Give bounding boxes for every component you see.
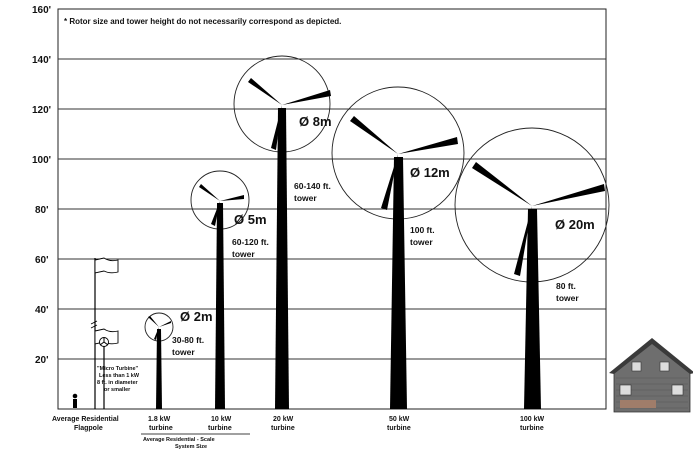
tower	[390, 157, 407, 409]
turbine-1-8kw: Ø 2m 30-80 ft. tower	[144, 309, 213, 409]
turbine-20kw: Ø 8m 60-140 ft. tower	[233, 55, 332, 409]
turbine-100kw: Ø 20m 80 ft. tower	[454, 127, 610, 409]
turbine-rating-label: 10 kW	[211, 416, 232, 423]
rotor-blades	[472, 162, 605, 276]
y-tick-label: 120'	[32, 105, 51, 116]
tower-height-label: 30-80 ft.	[172, 335, 204, 345]
y-tick-label: 100'	[32, 155, 51, 166]
house-icon	[609, 338, 693, 413]
tower-height-label: 60-140 ft.	[294, 181, 331, 191]
y-tick-label: 40'	[35, 305, 49, 316]
tower-height-label: tower	[556, 293, 579, 303]
tower	[275, 108, 289, 409]
tower-height-label: tower	[172, 347, 195, 357]
rotor-diameter-label: Ø 2m	[180, 309, 213, 324]
gridlines	[58, 58, 606, 360]
tower-height-label: 100 ft.	[410, 225, 435, 235]
rotor-blades	[199, 184, 244, 226]
wind-turbine-icon	[99, 337, 109, 409]
rotor-diameter-label: Ø 12m	[410, 165, 450, 180]
rotor-diameter-label: Ø 20m	[555, 217, 595, 232]
tower-height-label: tower	[232, 249, 255, 259]
turbine-rating-label: turbine	[520, 425, 544, 432]
turbine-rating-label: 20 kW	[273, 416, 294, 423]
system-size-label: Average Residential - Scale	[143, 437, 215, 443]
person-icon	[72, 393, 78, 408]
y-tick-label: 140'	[32, 55, 51, 66]
tower	[524, 209, 541, 409]
bottom-labels: Average Residential Flagpole 1.8 kW turb…	[52, 416, 545, 450]
y-tick-label: 20'	[35, 355, 49, 366]
turbine-rating-label: turbine	[149, 425, 173, 432]
micro-turbine-note: "Micro Turbine" Less than 1 kW 8 ft. in …	[97, 366, 140, 393]
y-tick-label: 60'	[35, 255, 49, 266]
tower	[156, 329, 162, 409]
flagpole-label: Flagpole	[74, 425, 103, 432]
system-size-label: System Size	[175, 444, 207, 450]
turbine-10kw: Ø 5m 60-120 ft. tower	[190, 170, 269, 409]
turbine-rating-label: 50 kW	[389, 416, 410, 423]
micro-note-line: Less than 1 kW	[99, 373, 140, 379]
turbine-rating-label: 1.8 kW	[148, 416, 171, 423]
rotor-diameter-label: Ø 8m	[299, 114, 332, 129]
micro-note-line: 8 ft. in diameter	[97, 380, 139, 386]
tower	[215, 203, 225, 409]
turbine-rating-label: 100 kW	[520, 416, 545, 423]
y-tick-label: 80'	[35, 205, 49, 216]
turbine-50kw: Ø 12m 100 ft. tower	[331, 86, 465, 409]
tower-height-label: tower	[294, 193, 317, 203]
tower-height-label: 80 ft.	[556, 281, 576, 291]
y-axis: 160' 140' 120' 100' 80' 60' 40' 20'	[32, 5, 51, 366]
tower-height-label: tower	[410, 237, 433, 247]
turbine-rating-label: turbine	[271, 425, 295, 432]
micro-note-line: "Micro Turbine"	[97, 366, 139, 372]
micro-note-line: or smaller	[104, 387, 131, 393]
rotor-blades	[148, 316, 171, 340]
turbine-rating-label: turbine	[387, 425, 411, 432]
turbine-rating-label: turbine	[208, 425, 232, 432]
tower-height-label: 60-120 ft.	[232, 237, 269, 247]
disclaimer-note: * Rotor size and tower height do not nec…	[64, 17, 341, 26]
rotor-blades	[350, 116, 458, 210]
rotor-blades	[248, 78, 331, 150]
flagpole-label: Average Residential	[52, 416, 119, 423]
rotor-diameter-label: Ø 5m	[234, 212, 267, 227]
y-tick-label: 160'	[32, 5, 51, 16]
